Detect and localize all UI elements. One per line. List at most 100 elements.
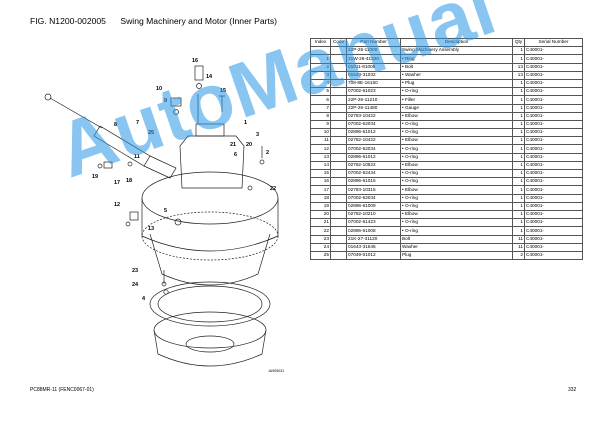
row-index: 8 [310, 111, 331, 121]
row-code [330, 177, 347, 187]
row-code [330, 226, 347, 236]
row-qty: 1 [512, 201, 525, 211]
row-description: Swing Machinery Assembly [400, 46, 513, 56]
exploded-parts-diagram: 16 14 10 9 15 8 1 7 25 3 2 11 21 20 6 19… [30, 38, 304, 378]
swing-motor-drawing: 16 14 10 9 15 8 1 7 25 3 2 11 21 20 6 19… [44, 58, 284, 373]
row-qty: 11 [512, 234, 525, 244]
row-code [330, 160, 347, 171]
motor-block [179, 135, 245, 189]
row-qty: 1 [512, 119, 525, 130]
figure-title: FIG. N1200-002005 Swing Machinery and Mo… [30, 16, 277, 26]
row-qty: 1 [512, 144, 525, 154]
filler-pipe-end [143, 155, 177, 179]
row-index: 18 [310, 193, 331, 203]
row-serial: C40001- [524, 95, 583, 105]
callout-18: 18 [126, 178, 132, 184]
row-part-number: 01643-31645 [346, 242, 401, 252]
row-serial: C40001- [524, 128, 583, 138]
row-part-number: 22P-26-11210 [346, 95, 401, 105]
row-description: • O-ring [400, 177, 513, 187]
row-index: 6 [310, 95, 331, 105]
row-description: • O-ring [400, 87, 513, 97]
callout-14: 14 [206, 74, 213, 80]
row-index [310, 46, 331, 56]
row-index: 5 [310, 87, 331, 97]
row-qty: 2 [512, 250, 525, 261]
row-part-number: 02782-10522 [346, 160, 401, 171]
callout-3: 3 [256, 132, 259, 138]
row-description: • O-ring [400, 193, 513, 203]
header-qty: Qty [512, 37, 525, 48]
oring-14 [196, 83, 202, 89]
row-part-number: 21W-26-41320 [346, 54, 401, 64]
row-qty: 1 [512, 177, 525, 187]
row-description: • Elbow [400, 160, 513, 171]
row-part-number: 07002-62034 [346, 119, 401, 130]
row-serial: C40001- [524, 152, 583, 162]
row-part-number: 22P-26-11480 [346, 103, 401, 113]
row-description: • Filler [400, 95, 513, 105]
row-qty: 11 [512, 242, 525, 252]
row-description: • Elbow [400, 185, 513, 195]
row-qty: 1 [512, 226, 525, 236]
row-description: • O-ring [400, 168, 513, 179]
row-serial: C40001- [524, 177, 583, 187]
row-part-number: 07049-01012 [346, 250, 401, 261]
callout-9: 9 [164, 98, 167, 104]
callout-15: 15 [220, 88, 226, 94]
row-qty: 1 [512, 111, 525, 121]
ring-1-inner [157, 285, 263, 323]
row-serial: C40001- [524, 168, 583, 179]
page-number: 332 [568, 387, 577, 393]
row-description: Bolt [400, 234, 513, 244]
header-description: Description [400, 37, 513, 48]
callout-2: 2 [266, 150, 269, 156]
row-index: 15 [310, 168, 331, 179]
callout-5: 5 [164, 208, 167, 214]
callout-7: 7 [136, 120, 139, 126]
figure-caption: Swing Machinery and Motor (Inner Parts) [120, 16, 278, 26]
row-code [330, 128, 347, 138]
row-index: 4 [310, 78, 331, 89]
callout-22: 22 [270, 186, 276, 192]
oring-12 [125, 221, 131, 227]
housing-taper [149, 233, 271, 286]
row-index: 17 [310, 185, 331, 195]
row-index: 25 [310, 250, 331, 261]
row-qty: 1 [512, 160, 525, 171]
row-description: • O-ring [400, 152, 513, 162]
row-part-number: 02896-61009 [346, 201, 401, 211]
row-index: 7 [310, 103, 331, 113]
row-description: • Washer [400, 70, 513, 80]
footer-model-code: PC88MR-11 (FENC0067-01) [30, 387, 94, 393]
row-part-number: 07002-61023 [346, 87, 401, 97]
row-serial: C40001- [524, 70, 583, 80]
row-serial: C40001- [524, 78, 583, 89]
row-code [330, 87, 347, 97]
callout-20: 20 [246, 142, 252, 148]
elbow-16 [194, 65, 204, 81]
row-serial: C40001- [524, 201, 583, 211]
row-index: 14 [310, 160, 331, 171]
callout-13: 13 [148, 226, 154, 232]
row-index: 12 [310, 144, 331, 154]
row-index: 1 [310, 54, 331, 64]
row-index: 10 [310, 128, 331, 138]
row-serial: C40001- [524, 136, 583, 146]
row-part-number: 02782-10210 [346, 209, 401, 220]
row-description: • O-ring [400, 226, 513, 236]
row-index: 24 [310, 242, 331, 252]
row-serial: C40001- [524, 103, 583, 113]
row-index: 9 [310, 119, 331, 130]
row-description: • O-ring [400, 218, 513, 228]
